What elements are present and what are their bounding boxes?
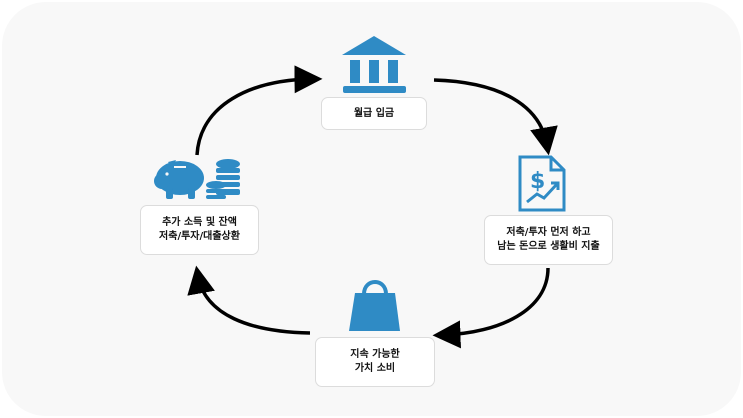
step-box-sustainable-spending: 지속 가능한 가치 소비 [315, 337, 435, 387]
bank-icon [342, 36, 406, 93]
step-label: 저축/투자 먼저 하고 [506, 227, 591, 238]
step-box-extra-income: 추가 소득 및 잔액 저축/투자/대출상환 [140, 205, 259, 255]
shopping-bag-icon [349, 280, 400, 331]
step-label: 가치 소비 [354, 363, 396, 374]
step-label: 월급 입금 [353, 107, 395, 119]
step-label: 지속 가능한 [350, 349, 400, 360]
arrow-step3-to-step4 [187, 265, 311, 335]
arrow-step4-to-step1 [195, 65, 323, 156]
step-box-salary-deposit: 월급 입금 [321, 97, 427, 130]
step-box-save-first: 저축/투자 먼저 하고 남는 돈으로 생활비 지출 [484, 215, 613, 265]
step-label: 추가 소득 및 잔액 [162, 217, 237, 228]
piggy-bank-coins-icon [154, 159, 240, 199]
svg-text:$: $ [530, 169, 545, 194]
arrow-step2-to-step3 [432, 267, 550, 349]
step-label: 남는 돈으로 생활비 지출 [497, 241, 600, 252]
arrow-step1-to-step2 [433, 78, 558, 156]
step-label: 저축/투자/대출상환 [159, 231, 240, 242]
invoice-growth-icon: $ [518, 155, 566, 212]
